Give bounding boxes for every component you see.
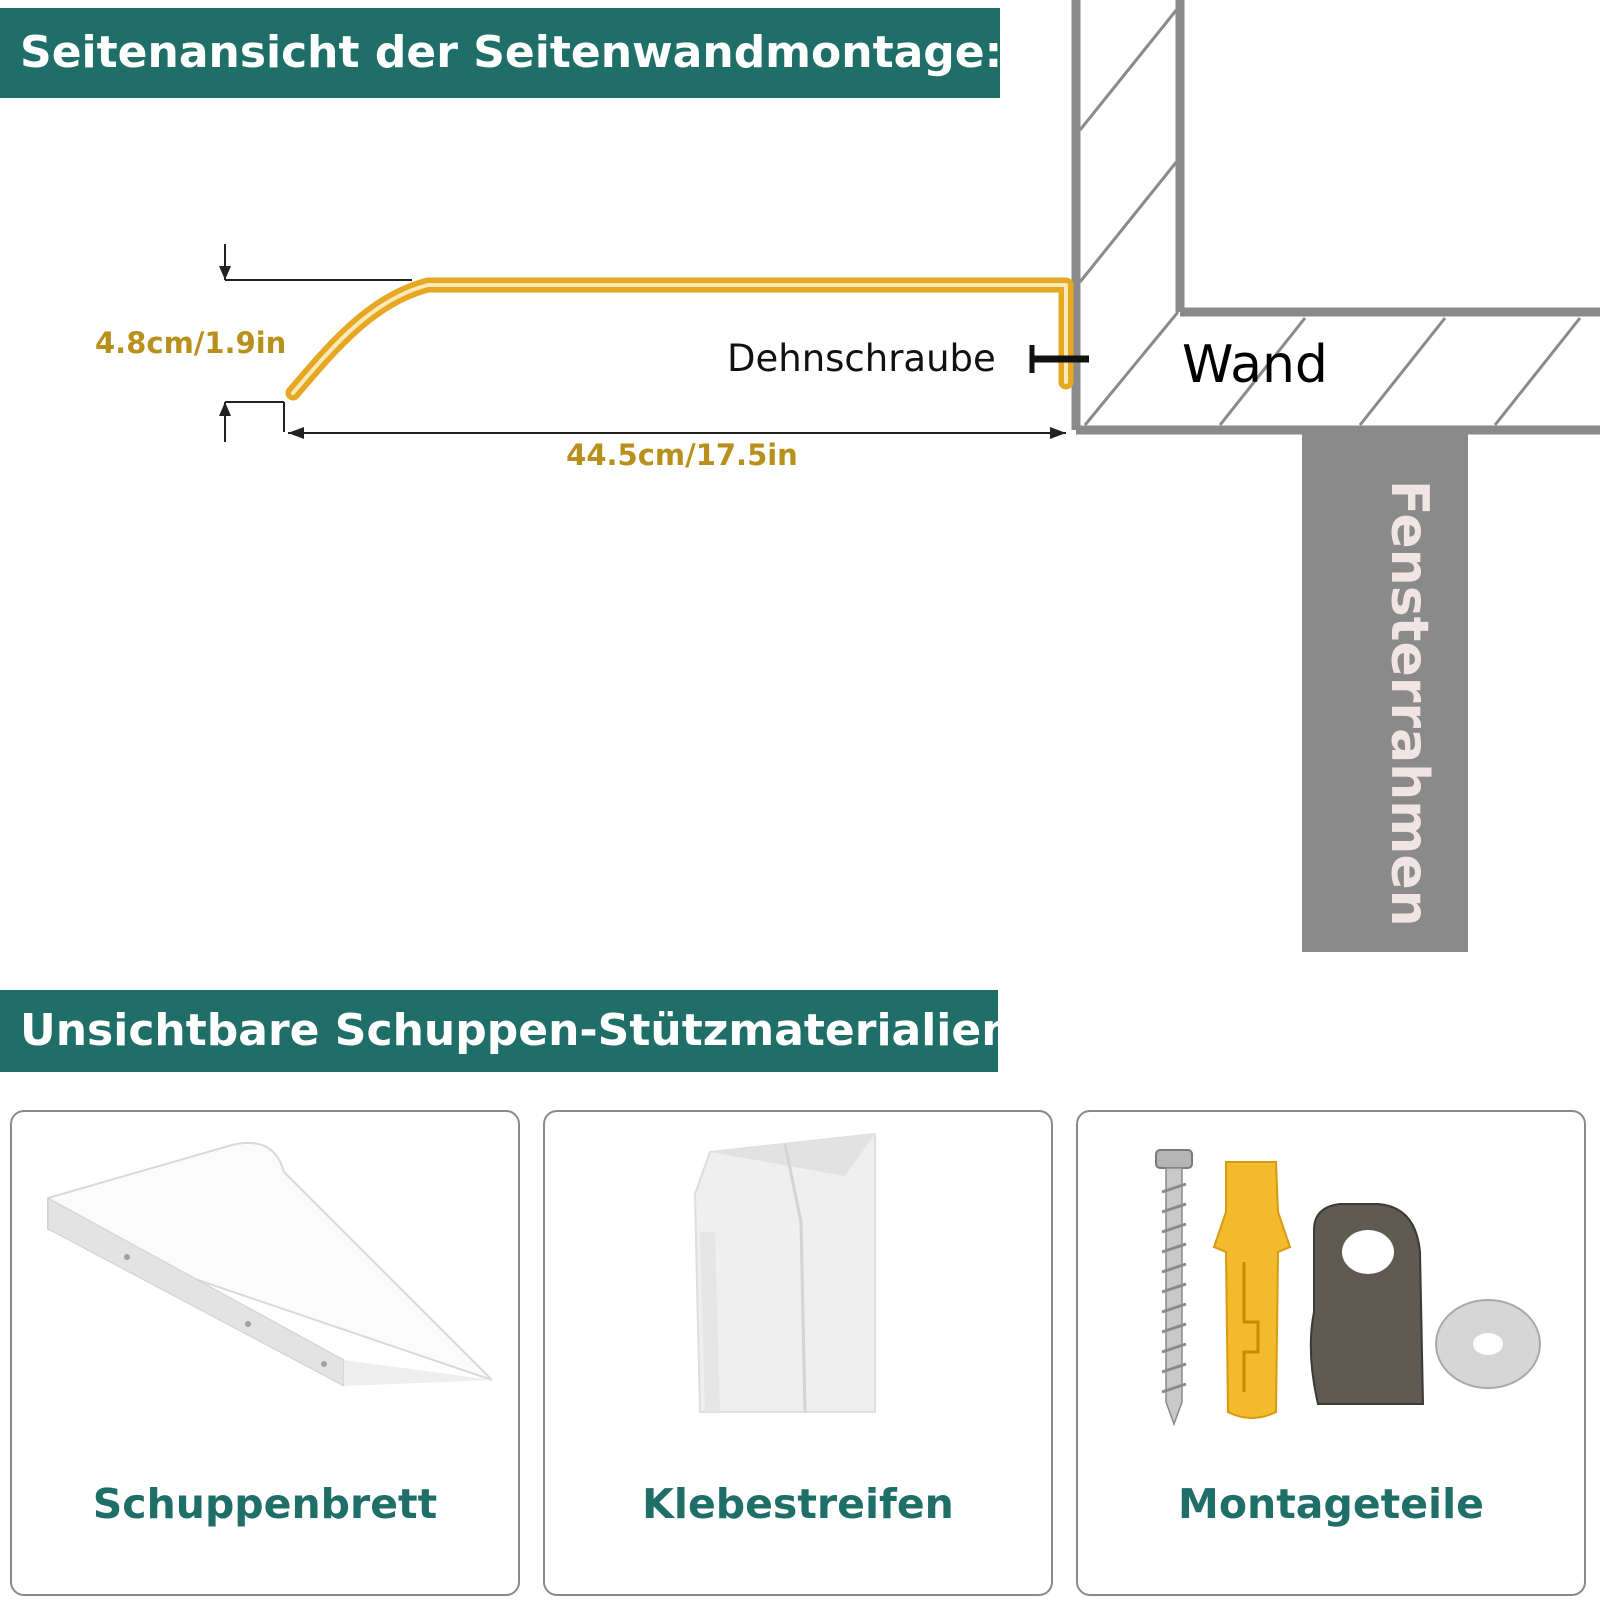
material-label-mounting-parts: Montageteile: [1178, 1480, 1484, 1528]
awning-board-profile-inner: [291, 283, 1068, 395]
side-view-title: Seitenansicht der Seitenwandmontage:: [20, 27, 1003, 78]
material-label-awning-board: Schuppenbrett: [92, 1480, 438, 1528]
awning-board-image: [47, 1141, 493, 1387]
length-arrow-right-icon: [1050, 427, 1066, 439]
material-card-awning-board: Schuppenbrett: [10, 1110, 520, 1596]
screw-label: Dehnschraube: [727, 337, 996, 380]
expansion-screw-icon: [1029, 345, 1089, 373]
materials-title: Unsichtbare Schuppen-Stützmaterialien:: [20, 1005, 1031, 1056]
installation-diagram: Fensterrahmen 4.8cm/1.9in 44.5cm/17.5in …: [95, 0, 1600, 952]
length-label: 44.5cm/17.5in: [566, 438, 798, 472]
length-arrow-left-icon: [288, 427, 304, 439]
bracket-icon: [1309, 1203, 1425, 1405]
materials-title-banner: Unsichtbare Schuppen-Stützmaterialien:: [0, 990, 1030, 1072]
height-arrow-bottom-icon: [219, 402, 231, 416]
material-label-adhesive-strip: Klebestreifen: [642, 1480, 954, 1528]
wall-plug-icon: [1212, 1161, 1292, 1419]
wall-label: Wand: [1182, 335, 1328, 395]
side-view-title-banner: Seitenansicht der Seitenwandmontage:: [0, 8, 1003, 98]
wall-outline: [1071, 0, 1600, 435]
adhesive-strip-image: [693, 1132, 876, 1413]
screw-icon: [1155, 1149, 1193, 1427]
material-card-adhesive-strip: Klebestreifen: [543, 1110, 1053, 1596]
washer-icon: [1435, 1299, 1541, 1389]
window-frame: [1302, 434, 1468, 952]
height-arrow-top-icon: [219, 266, 231, 280]
mounting-parts-image: [1155, 1149, 1541, 1427]
material-card-mounting-parts: Montageteile: [1076, 1110, 1586, 1596]
height-label: 4.8cm/1.9in: [95, 326, 286, 360]
window-frame-label: Fensterrahmen: [1379, 480, 1439, 927]
wall-hatching: [1078, 7, 1582, 426]
